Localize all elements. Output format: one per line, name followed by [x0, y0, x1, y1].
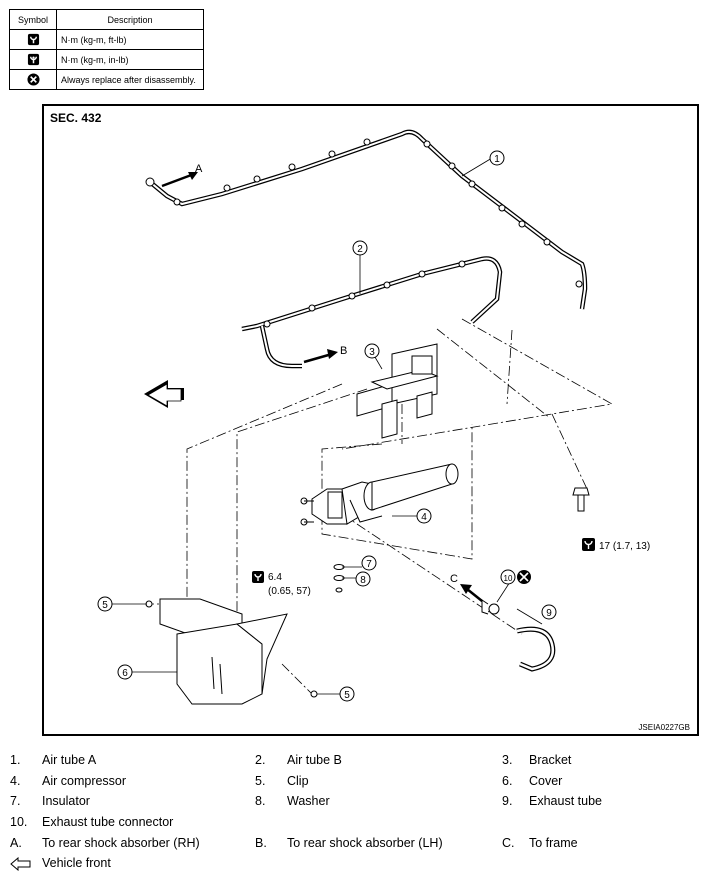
svg-text:7: 7	[366, 559, 372, 570]
air-tube-b	[241, 256, 503, 369]
always-replace-icon	[517, 570, 531, 584]
svg-text:1: 1	[494, 154, 500, 165]
arrow-b-icon	[303, 352, 333, 364]
item-label: To rear shock absorber (RH)	[42, 836, 200, 850]
item-label: Cover	[529, 774, 563, 788]
tube-a-clips	[173, 138, 583, 288]
arrow-c-icon	[466, 588, 483, 602]
arrow-label-c: C	[450, 573, 458, 585]
svg-text:5: 5	[102, 600, 108, 611]
callouts: 1 2 3 4 5 5 6 7 8 9 10	[97, 150, 557, 702]
item-number: 9.	[502, 794, 513, 808]
always-replace-icon	[26, 73, 40, 86]
item-number: 10.	[10, 815, 28, 829]
item-label: Air tube B	[287, 753, 342, 767]
item-label: Washer	[287, 794, 330, 808]
svg-text:(0.65, 57): (0.65, 57)	[268, 586, 311, 597]
item-number: A.	[10, 836, 22, 850]
item-number: 3.	[502, 753, 513, 767]
cover	[159, 598, 288, 705]
item-number: 1.	[10, 753, 21, 767]
arrow-label-a: A	[195, 163, 203, 175]
svg-text:6: 6	[122, 668, 128, 679]
nut	[335, 587, 343, 593]
torque-spec-bolt: 17 (1.7, 13)	[582, 538, 650, 552]
svg-text:8: 8	[360, 575, 366, 586]
air-compressor	[300, 463, 459, 526]
svg-text:3: 3	[369, 347, 375, 358]
legend-description: Always replace after disassembly.	[56, 69, 204, 90]
arrow-a-icon	[161, 172, 195, 188]
item-number: 8.	[255, 794, 266, 808]
item-label: Clip	[287, 774, 309, 788]
item-label: Exhaust tube	[529, 794, 602, 808]
legend-row: Always replace after disassembly.	[9, 69, 204, 90]
item-number: B.	[255, 836, 267, 850]
section-label: SEC. 432	[50, 111, 102, 125]
item-label: Insulator	[42, 794, 90, 808]
item-label: Bracket	[529, 753, 572, 767]
item-number: 4.	[10, 774, 21, 788]
svg-text:2: 2	[357, 244, 363, 255]
torque-wrench-small-icon	[27, 53, 39, 66]
item-label: To frame	[529, 836, 578, 850]
item-label: Exhaust tube connector	[42, 815, 174, 829]
item-number: 7.	[10, 794, 21, 808]
vehicle-front-arrow-icon	[144, 380, 184, 408]
arrow-label-b: B	[340, 345, 347, 357]
svg-text:4: 4	[421, 512, 427, 523]
item-number: C.	[502, 836, 515, 850]
svg-text:5: 5	[344, 690, 350, 701]
vehicle-front-arrow-icon	[10, 856, 32, 874]
item-label: Vehicle front	[42, 856, 111, 870]
item-number: 6.	[502, 774, 513, 788]
exhaust-tube-connector	[481, 599, 500, 615]
legend-row: N·m (kg-m, ft-lb)	[9, 29, 204, 50]
figure-code: JSEIA0227GB	[638, 723, 690, 732]
item-label: Air tube A	[42, 753, 97, 767]
air-tube-a	[145, 129, 588, 310]
svg-text:9: 9	[546, 608, 552, 619]
item-number: 2.	[255, 753, 266, 767]
svg-text:17 (1.7, 13): 17 (1.7, 13)	[599, 541, 650, 552]
bracket	[356, 343, 439, 439]
symbol-legend-table: Symbol Description N·m (kg-m, ft-lb) N·m…	[9, 9, 204, 90]
svg-text:10: 10	[504, 574, 513, 583]
item-label: Air compressor	[42, 774, 127, 788]
bolt	[572, 487, 590, 512]
item-number: 5.	[255, 774, 266, 788]
exhaust-tube	[516, 626, 556, 672]
callout-leaders	[112, 157, 543, 695]
item-label: To rear shock absorber (LH)	[287, 836, 443, 850]
tube-b-clips	[263, 260, 466, 328]
exploded-view-figure: SEC. 432 JSEIA0227GB	[42, 104, 699, 736]
torque-wrench-icon	[27, 33, 39, 46]
svg-text:6.4: 6.4	[268, 572, 282, 583]
torque-spec-compressor: 6.4 (0.65, 57)	[252, 571, 311, 597]
